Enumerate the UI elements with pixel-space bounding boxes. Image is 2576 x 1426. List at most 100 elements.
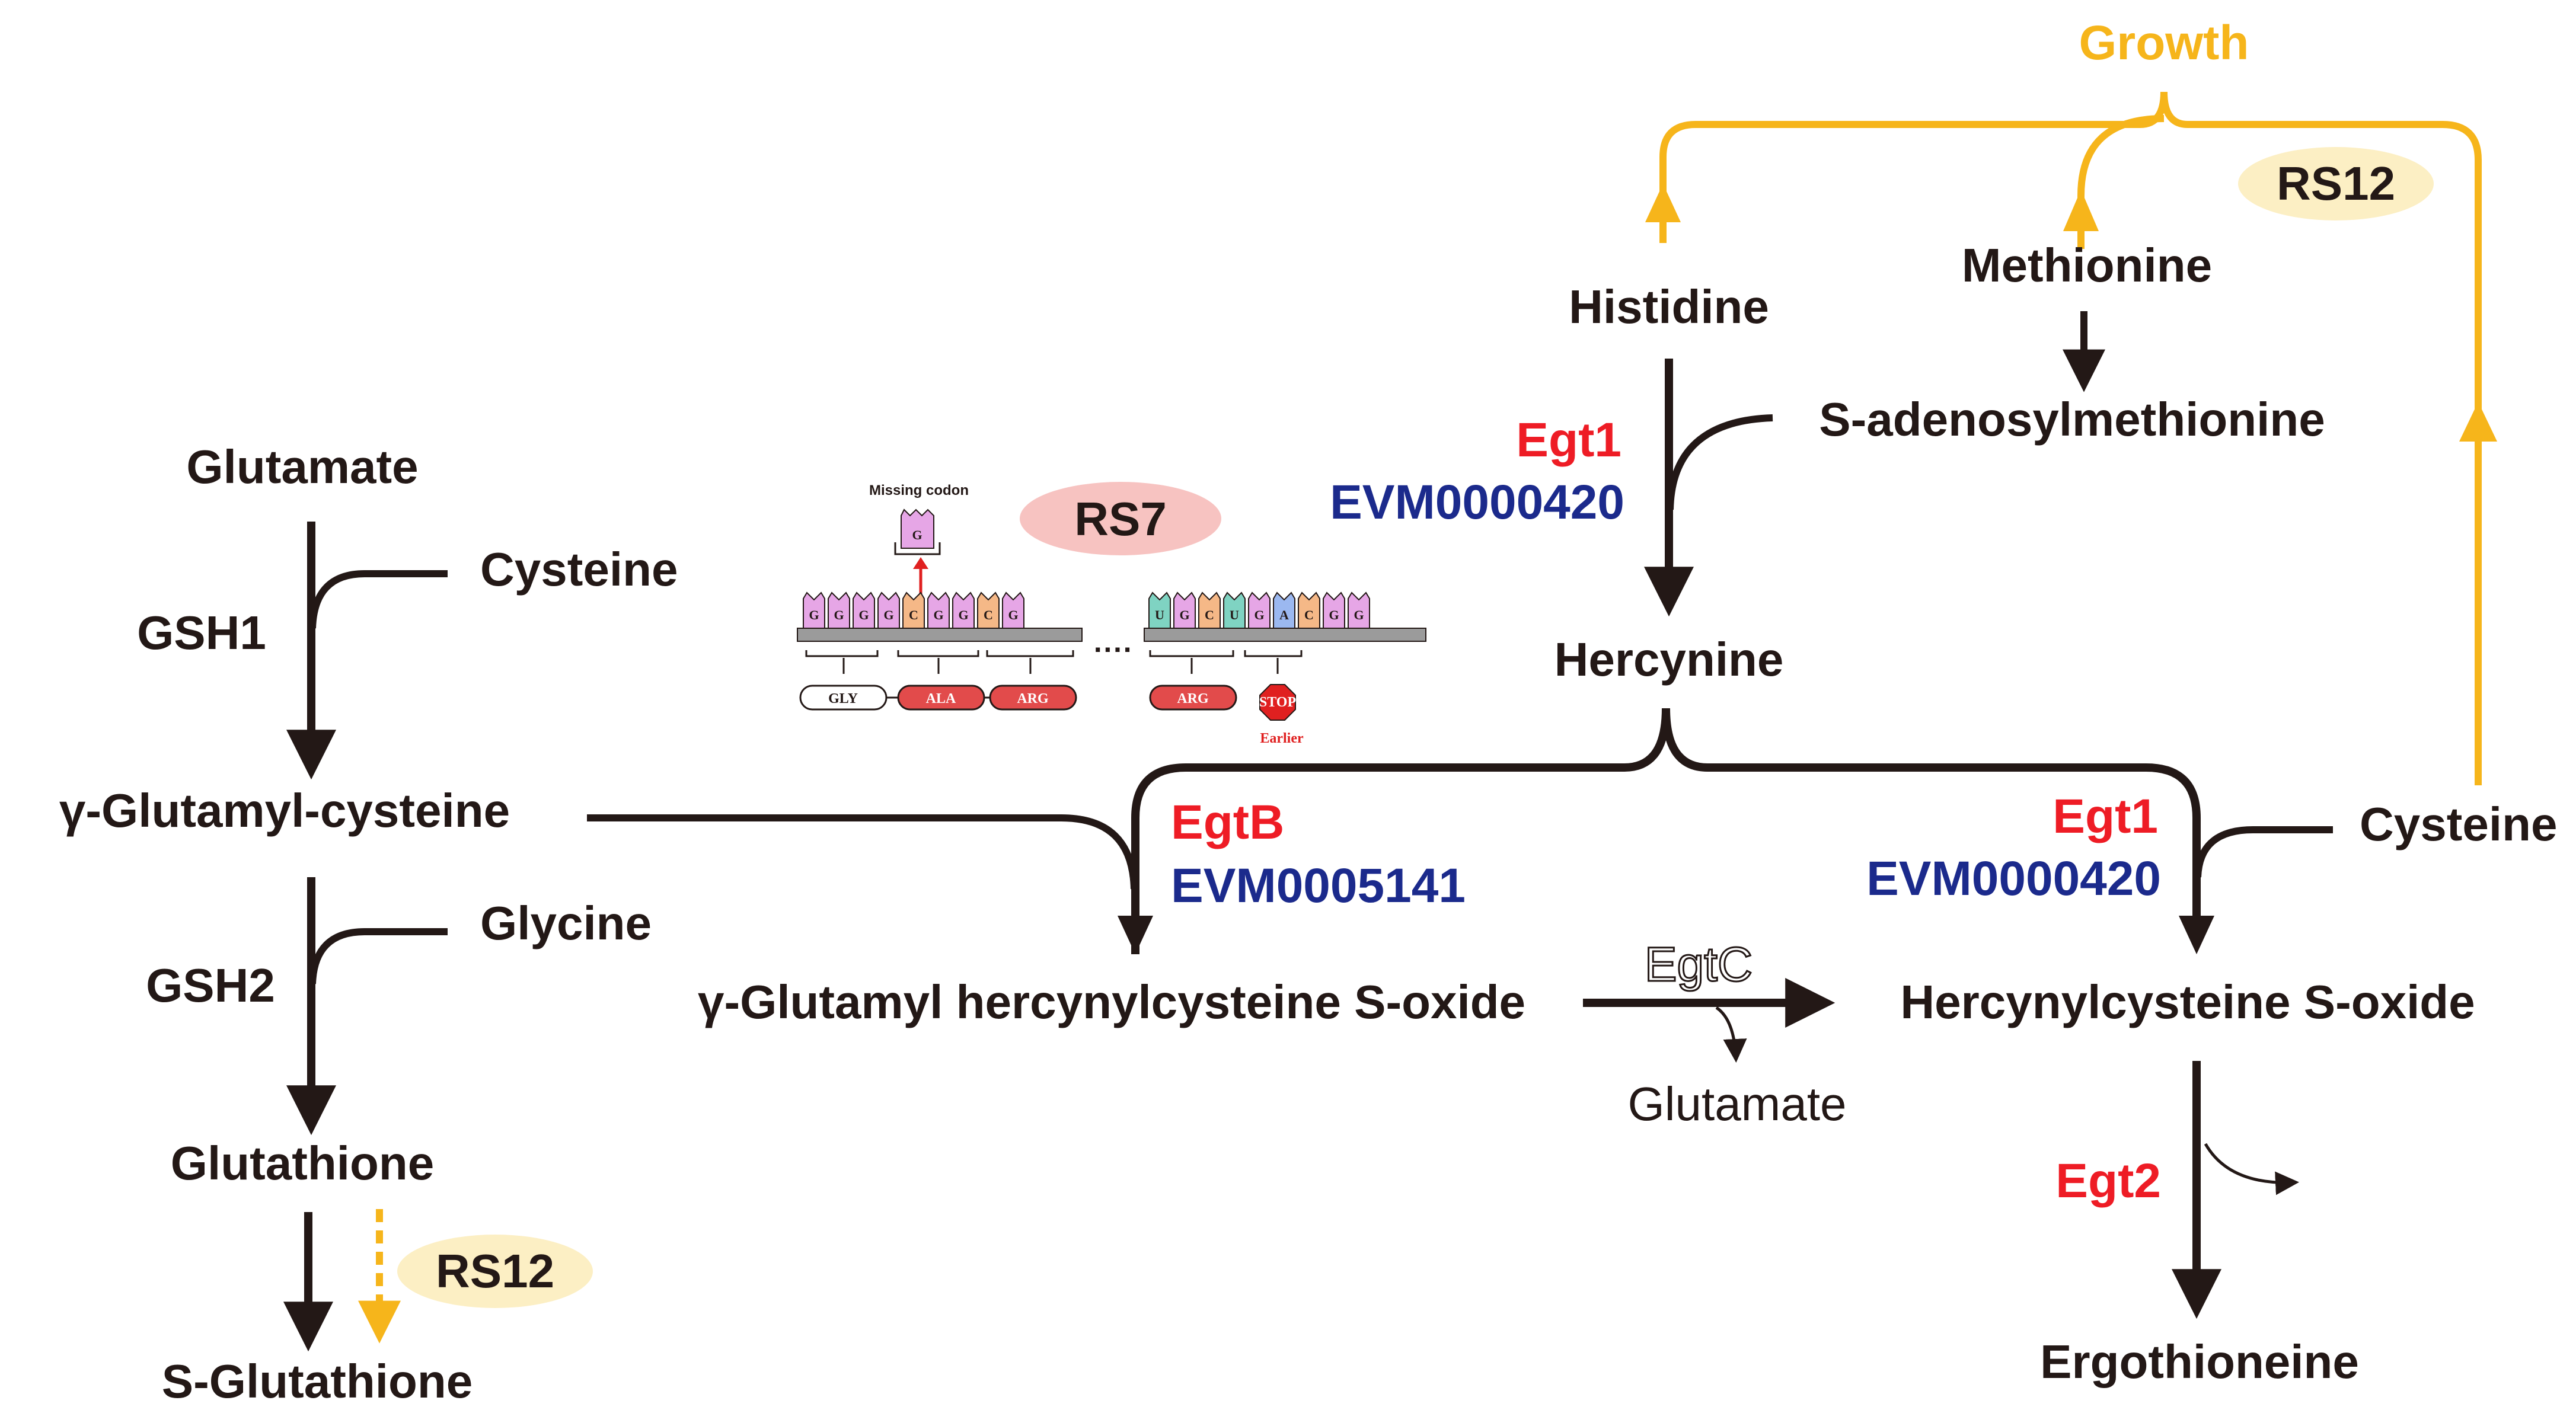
methionine-label: Methionine — [1962, 239, 2212, 292]
aa-arg2-pill — [1149, 685, 1237, 711]
evm-egtb-label: EVM0005141 — [1171, 859, 1466, 913]
growth-label: Growth — [2079, 16, 2249, 70]
gsh1-label: GSH1 — [137, 606, 266, 659]
right-base-block-3 — [1223, 591, 1246, 629]
stop-label: STOP — [1259, 695, 1296, 710]
left-base-block-6 — [952, 591, 975, 629]
missing-codon-arrowhead — [913, 557, 928, 569]
missing-codon-label: Missing codon — [869, 482, 969, 498]
methionine-growth-arrowhead — [2063, 190, 2099, 231]
evm-top-label: EVM0000420 — [1330, 475, 1624, 529]
left-base-letter-3: G — [883, 608, 893, 622]
right-base-letter-5: A — [1279, 608, 1289, 622]
right-base-letter-4: G — [1254, 608, 1264, 622]
left-base-block-2 — [853, 591, 875, 629]
right-base-letter-8: G — [1354, 608, 1364, 622]
rs7-badge — [1020, 482, 1221, 555]
gamma-glutamyl-cysteine-label: γ-Glutamyl-cysteine — [59, 784, 510, 837]
right-base-block-8 — [1348, 591, 1370, 629]
hcso-label: Hercynylcysteine S-oxide — [1900, 976, 2475, 1028]
right-base-block-5 — [1273, 591, 1295, 629]
mrna-strand-left — [797, 628, 1083, 642]
sam-label: S-adenosylmethionine — [1819, 393, 2325, 446]
glutathione-label: Glutathione — [171, 1137, 434, 1190]
aa-arg2-label: ARG — [1177, 691, 1209, 706]
sam-join-line — [1667, 414, 1773, 510]
right-base-block-7 — [1323, 591, 1345, 629]
gap-dots: ···· — [1094, 633, 1134, 666]
left-base-block-3 — [877, 591, 900, 629]
cysteine-growth-arrowhead — [2459, 402, 2497, 442]
right-base-letter-0: U — [1155, 608, 1164, 622]
ergothioneine-label: Ergothioneine — [2040, 1335, 2359, 1388]
right-base-letter-3: U — [1230, 608, 1239, 622]
mutation-inset: RS7 Missing codon G ···· G G G G C G G C G U G C U G… — [797, 482, 1426, 746]
left-base-letter-5: G — [933, 608, 943, 622]
histidine-growth-arrowhead — [1645, 184, 1681, 222]
gamma-glutamyl-cysteine-join-line — [587, 814, 1138, 890]
glycine-label: Glycine — [480, 897, 652, 949]
earlier-label: Earlier — [1260, 731, 1304, 746]
right-base-block-0 — [1148, 591, 1171, 629]
right-base-block-4 — [1248, 591, 1271, 629]
left-base-letter-6: G — [958, 608, 968, 622]
right-base-letter-7: G — [1329, 608, 1339, 622]
aa-arg-pill — [989, 685, 1077, 711]
egtb-arrowhead — [1118, 916, 1153, 954]
growth-methionine-branch — [2077, 115, 2165, 204]
egt1-top-label: Egt1 — [1516, 413, 1621, 467]
left-base-letter-7: C — [984, 608, 993, 622]
rs12-bottom-label: RS12 — [436, 1245, 554, 1297]
translation-arrows — [842, 658, 1279, 674]
egtb-label: EgtB — [1171, 795, 1284, 849]
glutamate-release-arrow — [1715, 1006, 1747, 1063]
left-base-letter-4: C — [909, 608, 918, 622]
aa-ala-label: ALA — [926, 691, 956, 706]
rs7-label: RS7 — [1074, 493, 1167, 545]
ghcso-label: γ-Glutamyl hercynylcysteine S-oxide — [698, 976, 1525, 1028]
evm-right-label: EVM0000420 — [1866, 852, 2161, 906]
left-base-letter-0: G — [809, 608, 819, 622]
cysteine-right-label: Cysteine — [2360, 798, 2557, 851]
growth-tree-line — [1659, 91, 2482, 785]
left-base-block-8 — [1002, 591, 1024, 629]
glutathione-pathway: Glutamate Cysteine GSH1 γ-Glutamyl-cyste… — [59, 440, 678, 1408]
cysteine-right-join-line — [2194, 826, 2333, 878]
missing-base-block — [901, 509, 934, 549]
aa-arg-label: ARG — [1017, 691, 1049, 706]
left-base-block-5 — [927, 591, 950, 629]
rs12-top-label: RS12 — [2277, 157, 2395, 210]
rs12-bottom-badge — [397, 1235, 593, 1308]
left-base-block-7 — [977, 591, 1000, 629]
hercynine-label: Hercynine — [1554, 633, 1784, 686]
egt2-byproduct-arrow — [2204, 1143, 2299, 1195]
right-base-block-2 — [1198, 591, 1221, 629]
glycine-join-line — [309, 928, 448, 984]
ergothioneine-pathway: Growth RS12 Histidine Methionine S-adeno… — [587, 16, 2557, 1388]
glutamate-product-label: Glutamate — [1627, 1078, 1846, 1130]
missing-base-bracket — [894, 542, 941, 555]
glutamate-left-label: Glutamate — [186, 440, 418, 493]
s-glutathione-label: S-Glutathione — [162, 1355, 473, 1408]
egt1-right-arrowhead — [2179, 916, 2214, 954]
left-base-block-4 — [902, 591, 925, 629]
aa-gly-label: GLY — [828, 691, 858, 706]
left-base-block-0 — [803, 591, 825, 629]
left-base-block-1 — [828, 591, 850, 629]
right-base-letter-2: C — [1205, 608, 1214, 622]
egt2-label: Egt2 — [2055, 1154, 2161, 1208]
left-base-letter-1: G — [834, 608, 844, 622]
right-base-letter-6: C — [1304, 608, 1314, 622]
histidine-label: Histidine — [1569, 280, 1769, 333]
hercynine-split-line — [1131, 708, 2201, 954]
right-base-block-1 — [1173, 591, 1196, 629]
left-base-letter-8: G — [1008, 608, 1018, 622]
egtc-label: EgtC — [1645, 938, 1753, 992]
right-base-letter-1: G — [1179, 608, 1189, 622]
gsh2-label: GSH2 — [146, 959, 275, 1012]
mrna-strand-right — [1144, 628, 1426, 642]
cysteine-left-label: Cysteine — [480, 543, 678, 596]
